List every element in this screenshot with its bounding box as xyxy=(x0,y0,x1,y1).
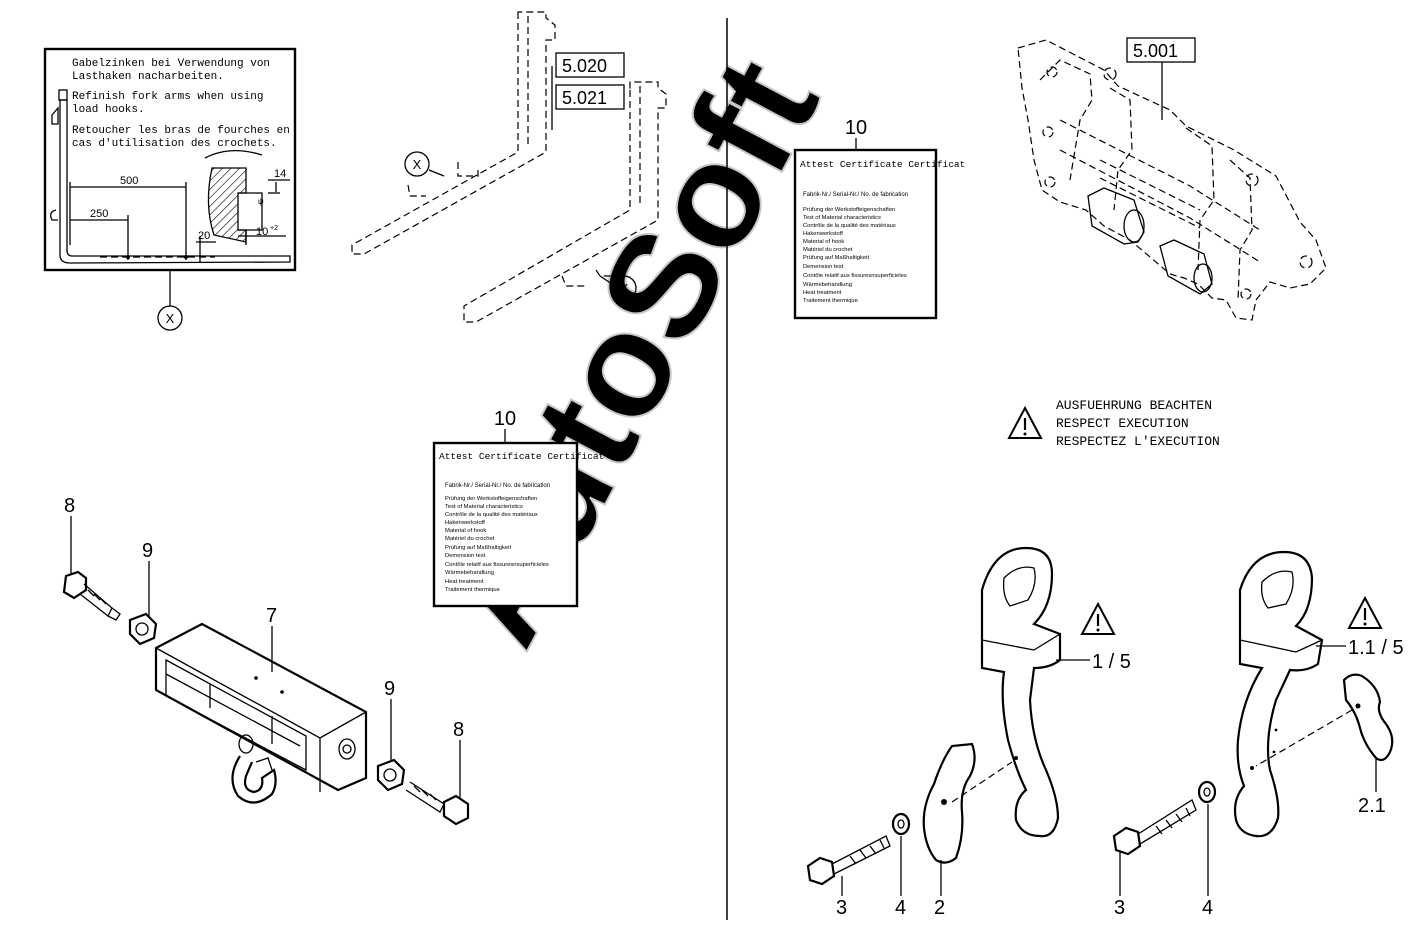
svg-text:Hakenwerkstoff: Hakenwerkstoff xyxy=(445,520,485,526)
instruction-en-line2: load hooks. xyxy=(72,104,145,116)
certificate-item-no-right: 10 xyxy=(845,117,867,139)
carrier-assembly xyxy=(1017,39,1327,321)
svg-text:Contrôle de la qualité des mat: Contrôle de la qualité des matériaux xyxy=(803,223,896,229)
label-bolt-right: 8 xyxy=(453,719,464,741)
svg-text:Contôle relatif aux fissuresns: Contôle relatif aux fissuresnsuperficiel… xyxy=(445,562,549,568)
certificate-card-center: Attest Certificate Certificat Fabrik-Nr.… xyxy=(432,441,604,608)
warning-de: AUSFUEHRUNG BEACHTEN xyxy=(1056,398,1212,413)
svg-text:Attest Certificate Certifica: Attest Certificate Certificat xyxy=(800,159,965,170)
svg-text:Attest Certificate Certifica: Attest Certificate Certificat xyxy=(439,451,604,462)
svg-text:Demension test: Demension test xyxy=(445,553,486,559)
label-nut-left: 9 xyxy=(142,540,153,562)
hook-a xyxy=(980,546,1062,838)
washer-a xyxy=(891,812,911,836)
svg-text:Matériel du crochet: Matériel du crochet xyxy=(803,247,853,253)
svg-text:Matériel du crochet: Matériel du crochet xyxy=(445,536,495,542)
fork-ref-b: 5.021 xyxy=(562,88,607,108)
dim-500-label: 500 xyxy=(120,175,138,187)
label-hook-b: 1.1 / 5 xyxy=(1348,637,1404,659)
label-plate-b: 2.1 xyxy=(1358,795,1386,817)
washer-b xyxy=(1197,780,1217,804)
fork-ref-a: 5.020 xyxy=(562,56,607,76)
instruction-fr-line2: cas d'utilisation des crochets. xyxy=(72,138,277,150)
svg-text:Contrôle de la qualité des mat: Contrôle de la qualité des matériaux xyxy=(445,512,538,518)
dim-250-label: 250 xyxy=(90,208,108,220)
warning-fr: RESPECTEZ L'EXECUTION xyxy=(1056,434,1220,449)
screw-b xyxy=(1112,799,1197,856)
nut-left xyxy=(128,612,158,646)
beam xyxy=(154,622,368,804)
dim-20-label: 20 xyxy=(198,230,210,242)
svg-text:Material of hook: Material of hook xyxy=(445,528,486,534)
instruction-en-line1: Refinish fork arms when using xyxy=(72,91,263,103)
label-hook-a: 1 / 5 xyxy=(1092,651,1131,673)
svg-text:Wärmebehandlung: Wärmebehandlung xyxy=(445,570,494,576)
carrier-ref: 5.001 xyxy=(1133,41,1178,61)
certificate-card-right: Attest Certificate Certificat Fabrik-Nr.… xyxy=(793,148,965,320)
svg-text:Demension test: Demension test xyxy=(803,264,844,270)
label-washer-b: 4 xyxy=(1202,897,1213,919)
svg-text:Hakenwerkstoff: Hakenwerkstoff xyxy=(803,231,843,237)
plate-a xyxy=(922,742,976,864)
warning-triangle-icon xyxy=(1007,405,1043,439)
svg-text:Prüfung der Werkstoffeigenscha: Prüfung der Werkstoffeigenschaften xyxy=(803,207,895,213)
certificate-item-no-center: 10 xyxy=(494,408,516,430)
label-screw-b: 3 xyxy=(1114,897,1125,919)
svg-text:Test of Material characteristi: Test of Material characteristics xyxy=(803,215,881,221)
label-washer-a: 4 xyxy=(895,897,906,919)
warning-en: RESPECT EXECUTION xyxy=(1056,416,1189,431)
nut-right xyxy=(376,758,406,792)
fork-ref-box-b xyxy=(555,84,625,110)
dim-10-tolerance: +2 xyxy=(270,225,278,232)
instruction-de-line2: Lasthaken nacharbeiten. xyxy=(72,71,224,83)
svg-text:Prüfung auf Maßhaltigkeit: Prüfung auf Maßhaltigkeit xyxy=(803,255,869,261)
dim-14-label: 14 xyxy=(274,168,286,180)
svg-text:ψ: ψ xyxy=(258,197,264,206)
svg-text:Material of hook: Material of hook xyxy=(803,239,844,245)
fork-marker-a: X xyxy=(413,157,422,172)
hook-b xyxy=(1233,550,1324,838)
plate-b xyxy=(1342,673,1394,762)
svg-text:Heat treatment: Heat treatment xyxy=(803,290,842,296)
svg-text:Fabrik-Nr./ Serial-Nr./ No.: Fabrik-Nr./ Serial-Nr./ No. de fabricati… xyxy=(803,192,908,198)
bolt-left xyxy=(62,570,121,621)
svg-text:Wärmebehandlung: Wärmebehandlung xyxy=(803,282,852,288)
label-beam: 7 xyxy=(266,605,277,627)
label-bolt-left: 8 xyxy=(64,495,75,517)
svg-text:Heat treatment: Heat treatment xyxy=(445,579,484,585)
hook-a-warning-icon xyxy=(1080,601,1116,635)
svg-text:Prüfung der Werkstoffeigenscha: Prüfung der Werkstoffeigenschaften xyxy=(445,496,537,502)
warning-block: AUSFUEHRUNG BEACHTEN RESPECT EXECUTION R… xyxy=(1007,398,1220,449)
label-screw-a: 3 xyxy=(836,897,847,919)
instruction-fr-line1: Retoucher les bras de fourches en xyxy=(72,125,290,137)
fork-marker-b: X xyxy=(620,281,629,296)
hook-b-warning-icon xyxy=(1347,595,1383,629)
bolt-right xyxy=(405,781,470,826)
svg-text:Traitement thermique: Traitement thermique xyxy=(803,298,858,304)
svg-text:Traitement thermique: Traitement thermique xyxy=(445,587,500,593)
instruction-box: Gabelzinken bei Verwendung von Lasthaken… xyxy=(43,47,297,272)
detail-marker-box: X xyxy=(166,311,175,326)
svg-text:Contôle relatif aux fissuresns: Contôle relatif aux fissuresnsuperficiel… xyxy=(803,273,907,279)
label-nut-right: 9 xyxy=(384,678,395,700)
instruction-de-line1: Gabelzinken bei Verwendung von xyxy=(72,58,270,70)
label-plate-a: 2 xyxy=(934,897,945,919)
screw-a xyxy=(806,835,891,886)
svg-text:Fabrik-Nr./ Serial-Nr./ No.: Fabrik-Nr./ Serial-Nr./ No. de fabricati… xyxy=(445,483,550,489)
svg-text:Prüfung auf Maßhaltigkeit: Prüfung auf Maßhaltigkeit xyxy=(445,545,511,551)
carrier-ref-box xyxy=(1126,37,1196,63)
fork-arms xyxy=(351,11,667,323)
dim-10-label: 10 xyxy=(256,226,268,238)
fork-ref-box-a xyxy=(555,52,625,78)
svg-text:Test of Material characteristi: Test of Material characteristics xyxy=(445,504,523,510)
